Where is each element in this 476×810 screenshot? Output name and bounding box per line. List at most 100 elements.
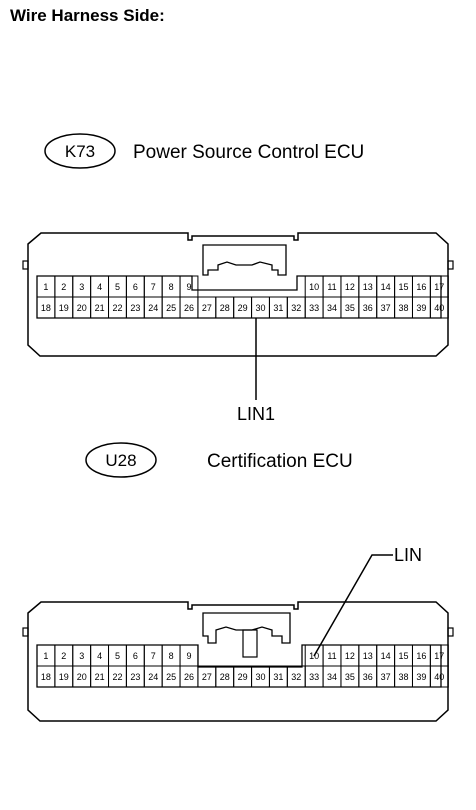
pin-number: 13 — [363, 282, 373, 292]
connector-id-u28: U28 — [105, 451, 136, 470]
pin-number: 6 — [133, 282, 138, 292]
pin-number: 2 — [61, 282, 66, 292]
pin-number: 7 — [151, 282, 156, 292]
pin-number: 18 — [41, 672, 51, 682]
pin-number: 4 — [97, 282, 102, 292]
pin-number: 31 — [273, 672, 283, 682]
connector-id-oval — [85, 442, 157, 478]
pin-number: 27 — [202, 303, 212, 313]
pin-number: 15 — [399, 651, 409, 661]
pin-number: 40 — [434, 672, 444, 682]
pin-number: 37 — [381, 303, 391, 313]
pin-number: 9 — [186, 282, 191, 292]
pin-number: 28 — [220, 303, 230, 313]
pin-number: 5 — [115, 282, 120, 292]
pin-number: 12 — [345, 282, 355, 292]
pin-number: 13 — [363, 651, 373, 661]
wire-label-lin1: LIN1 — [237, 404, 275, 424]
pin-number: 8 — [169, 282, 174, 292]
pin-number: 27 — [202, 672, 212, 682]
housing-tab — [22, 260, 29, 270]
locking-latch — [202, 244, 287, 276]
pin-number: 34 — [327, 672, 337, 682]
pin-number: 1 — [43, 651, 48, 661]
connector-housing — [27, 601, 449, 722]
pin-number: 40 — [434, 303, 444, 313]
pin-number: 11 — [327, 282, 336, 292]
pin-number: 36 — [363, 672, 373, 682]
pin-number: 22 — [112, 303, 122, 313]
pin-number: 30 — [255, 672, 265, 682]
pin-number: 35 — [345, 672, 355, 682]
connector-name-u28: Certification ECU — [207, 451, 353, 472]
pin-number: 29 — [238, 303, 248, 313]
pin-number: 38 — [399, 672, 409, 682]
pin-number: 4 — [97, 651, 102, 661]
locking-latch — [202, 612, 291, 644]
connector-housing — [27, 232, 449, 357]
pin-number: 9 — [186, 651, 191, 661]
pin-number: 31 — [273, 303, 283, 313]
connector-id-oval — [44, 133, 116, 169]
pin-number: 8 — [169, 651, 174, 661]
pin-number: 11 — [327, 651, 336, 661]
pin-number: 2 — [61, 651, 66, 661]
pin-number: 30 — [255, 303, 265, 313]
pin-number: 21 — [95, 303, 105, 313]
pin-number: 29 — [238, 672, 248, 682]
pin-number: 20 — [77, 672, 87, 682]
pin-number: 25 — [166, 303, 176, 313]
connector-name-k73: Power Source Control ECU — [133, 142, 364, 163]
pin-number: 39 — [416, 672, 426, 682]
pin-number: 16 — [416, 651, 426, 661]
pin-number: 5 — [115, 651, 120, 661]
pin-number: 22 — [112, 672, 122, 682]
pin-number: 38 — [399, 303, 409, 313]
pin-number: 3 — [79, 282, 84, 292]
pin-number: 20 — [77, 303, 87, 313]
housing-tab — [22, 627, 29, 637]
pin-cavity — [429, 296, 449, 319]
pin-number: 24 — [148, 303, 158, 313]
page-heading: Wire Harness Side: — [10, 6, 165, 25]
pin-number: 10 — [309, 282, 319, 292]
pin-number: 19 — [59, 672, 69, 682]
wire-lin — [313, 554, 393, 657]
pin-number: 18 — [41, 303, 51, 313]
pin-number: 36 — [363, 303, 373, 313]
pin-number: 39 — [416, 303, 426, 313]
pin-cavity — [429, 665, 449, 688]
connector-id-k73: K73 — [65, 142, 95, 161]
pin-number: 23 — [130, 672, 140, 682]
housing-tab — [447, 260, 454, 270]
pin-number: 32 — [291, 303, 301, 313]
pin-number: 23 — [130, 303, 140, 313]
pin-number: 26 — [184, 672, 194, 682]
pin-number: 17 — [434, 282, 444, 292]
pin-number: 14 — [381, 651, 391, 661]
pin-number: 12 — [345, 651, 355, 661]
pin-number: 37 — [381, 672, 391, 682]
pin-number: 28 — [220, 672, 230, 682]
pin-number: 24 — [148, 672, 158, 682]
pin-number: 33 — [309, 303, 319, 313]
pin-number: 35 — [345, 303, 355, 313]
pin-number: 19 — [59, 303, 69, 313]
pin-number: 25 — [166, 672, 176, 682]
pin-number: 32 — [291, 672, 301, 682]
pin-number: 6 — [133, 651, 138, 661]
pin-number: 21 — [95, 672, 105, 682]
housing-tab — [447, 627, 454, 637]
latch-key — [242, 629, 258, 658]
pin-number: 34 — [327, 303, 337, 313]
pin-number: 26 — [184, 303, 194, 313]
pin-number: 16 — [416, 282, 426, 292]
pin-number: 7 — [151, 651, 156, 661]
pin-number: 15 — [399, 282, 409, 292]
pin-number: 33 — [309, 672, 319, 682]
